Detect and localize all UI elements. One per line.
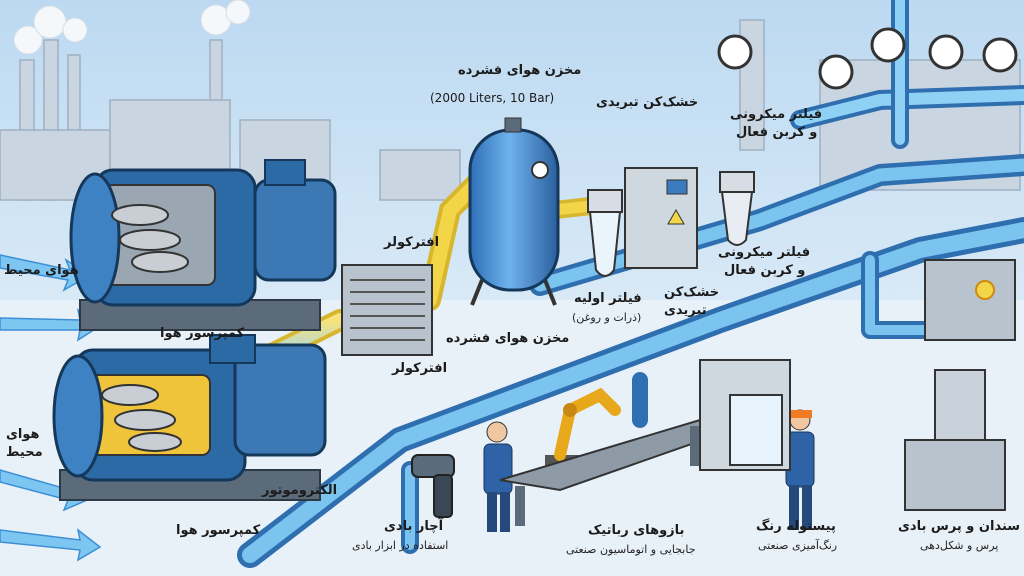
press-sub-label: پرس و شکل‌دهی	[920, 539, 999, 552]
tank-bottom-label: مخزن هوای فشرده	[446, 331, 570, 346]
filter-top-label-1: فیلتر میکرونی	[730, 107, 823, 122]
aftercooler-top-label: افترکولر	[384, 235, 440, 250]
tank-spec-label: (2000 Liters, 10 Bar)	[430, 91, 555, 105]
spray-gun-label: پیستوله رنگ	[756, 519, 836, 534]
compressor-top-label: کمپرسور هوا	[160, 326, 245, 341]
tank-title-label: مخزن هوای فشرده	[458, 63, 582, 78]
primary-filter-sub-label: (ذرات و روغن)	[572, 311, 642, 324]
spray-gun-sub-label: رنگ‌آمیزی صنعتی	[758, 539, 838, 552]
primary-filter-label: فیلتر اولیه	[574, 291, 642, 306]
aftercooler	[341, 264, 433, 356]
air-compressor-bottom	[52, 334, 327, 501]
electromotor-label: الکتروموتور	[262, 483, 338, 498]
air-tool-sub-label: استفاده در ابزار بادی	[352, 539, 449, 552]
primary-filter	[587, 189, 623, 277]
dryer-mid-label-2: تبریدی	[664, 303, 707, 318]
ambient-air-top-label: هوای محیط	[4, 263, 79, 278]
ambient-air-bottom-label-1: هوای	[6, 427, 40, 442]
air-press	[904, 259, 1016, 511]
filter-mid-label-2: و کربن فعال	[724, 263, 806, 278]
dryer-mid-label-1: خشک‌کن	[664, 285, 720, 300]
robot-arms-label: بازوهای رباتیک	[588, 523, 685, 538]
air-tool-label: آچار بادی	[384, 519, 444, 534]
air-impact-wrench	[411, 454, 455, 518]
ambient-air-bottom-label-2: محیط	[6, 445, 43, 460]
aftercooler-bottom-label: افترکولر	[392, 361, 448, 376]
micron-carbon-filter	[719, 171, 755, 246]
dryer-top-label: خشک‌کن تبریدی	[596, 95, 699, 110]
refrigerated-dryer	[624, 167, 698, 269]
paint-booth	[699, 359, 791, 471]
smoke	[13, 0, 251, 55]
air-compressor-top	[69, 159, 337, 331]
pressure-gauges	[717, 27, 1018, 90]
filter-mid-label-1: فیلتر میکرونی	[718, 245, 811, 260]
compressor-bottom-label: کمپرسور هوا	[176, 523, 261, 538]
compressed-air-tank	[468, 117, 560, 306]
electromotor-body	[233, 343, 327, 457]
press-label: سندان و پرس بادی	[898, 519, 1021, 534]
robot-arms-sub-label: جابجایی و اتوماسیون صنعتی	[566, 543, 696, 556]
filter-top-label-2: و کربن فعال	[736, 125, 818, 140]
